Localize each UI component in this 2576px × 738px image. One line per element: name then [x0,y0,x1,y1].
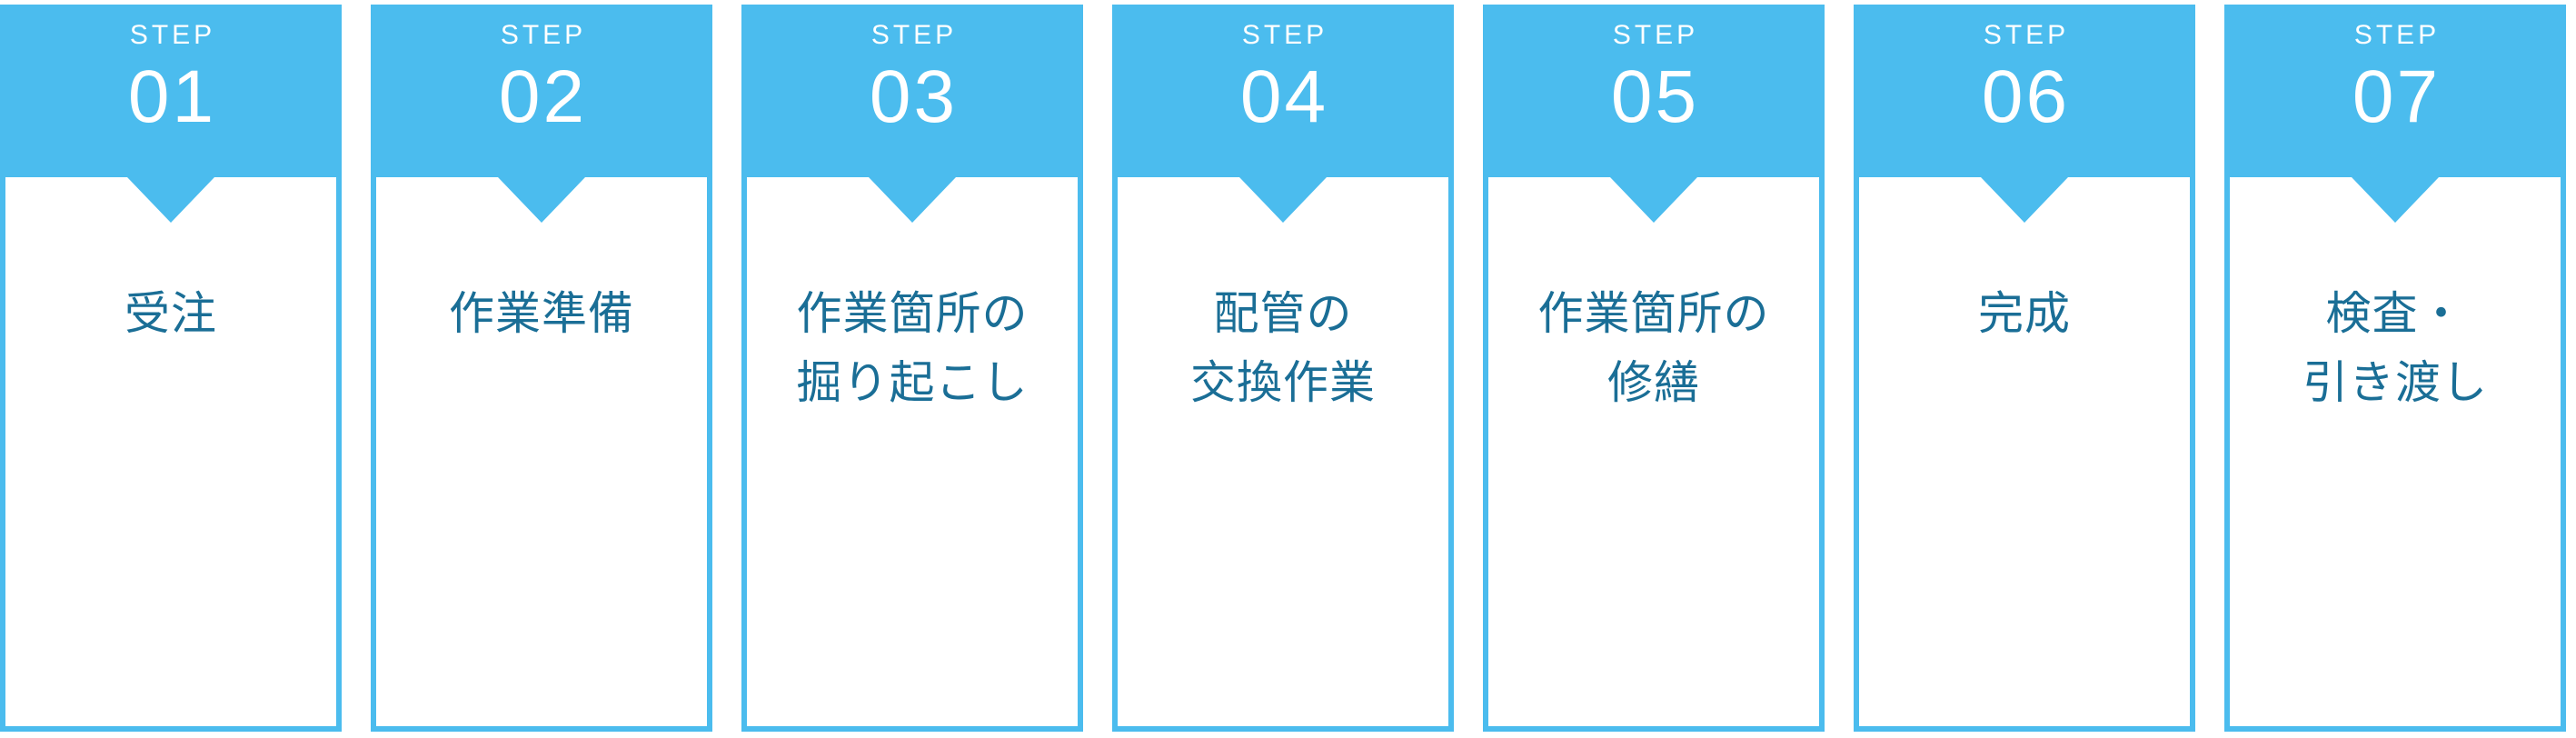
step-number: 01 [127,55,217,138]
step-label: 受注 [124,288,217,339]
step-header-04: STEP 04 [1112,5,1454,177]
step-label: 作業箇所の 修繕 [1537,288,1770,408]
step-header-02: STEP 02 [371,5,712,177]
step-body-01: 受注 [0,177,342,732]
step-label: 完成 [1978,288,2071,339]
step-word-label: STEP [870,20,958,50]
step-word-label: STEP [1612,20,1699,50]
step-card-05[interactable]: STEP 05 作業箇所の 修繕 [1483,5,1825,732]
step-card-02[interactable]: STEP 02 作業準備 [371,5,712,732]
step-body-06: 完成 [1854,177,2195,732]
step-body-05: 作業箇所の 修繕 [1483,177,1825,732]
step-card-07[interactable]: STEP 07 検査・ 引き渡し [2224,5,2566,732]
step-number: 03 [869,55,959,138]
step-label: 検査・ 引き渡し [2302,288,2488,408]
step-label: 作業箇所の 掘り起こし [796,288,1029,408]
step-word-label: STEP [1241,20,1328,50]
step-header-07: STEP 07 [2224,5,2566,177]
step-card-04[interactable]: STEP 04 配管の 交換作業 [1112,5,1454,732]
step-label: 配管の 交換作業 [1190,288,1376,408]
step-body-04: 配管の 交換作業 [1112,177,1454,732]
step-header-06: STEP 06 [1854,5,2195,177]
step-body-07: 検査・ 引き渡し [2224,177,2566,732]
step-word-label: STEP [129,20,216,50]
step-header-05: STEP 05 [1483,5,1825,177]
step-number: 06 [1981,55,2071,138]
step-body-02: 作業準備 [371,177,712,732]
step-number: 07 [2352,55,2442,138]
step-number: 02 [498,55,588,138]
step-label: 作業準備 [449,288,634,339]
step-word-label: STEP [1983,20,2070,50]
step-word-label: STEP [500,20,587,50]
step-card-06[interactable]: STEP 06 完成 [1854,5,2195,732]
step-header-03: STEP 03 [741,5,1083,177]
step-card-01[interactable]: STEP 01 受注 [0,5,342,732]
step-number: 04 [1239,55,1329,138]
step-number: 05 [1610,55,1700,138]
step-card-03[interactable]: STEP 03 作業箇所の 掘り起こし [741,5,1083,732]
step-word-label: STEP [2353,20,2441,50]
step-body-03: 作業箇所の 掘り起こし [741,177,1083,732]
step-header-01: STEP 01 [0,5,342,177]
